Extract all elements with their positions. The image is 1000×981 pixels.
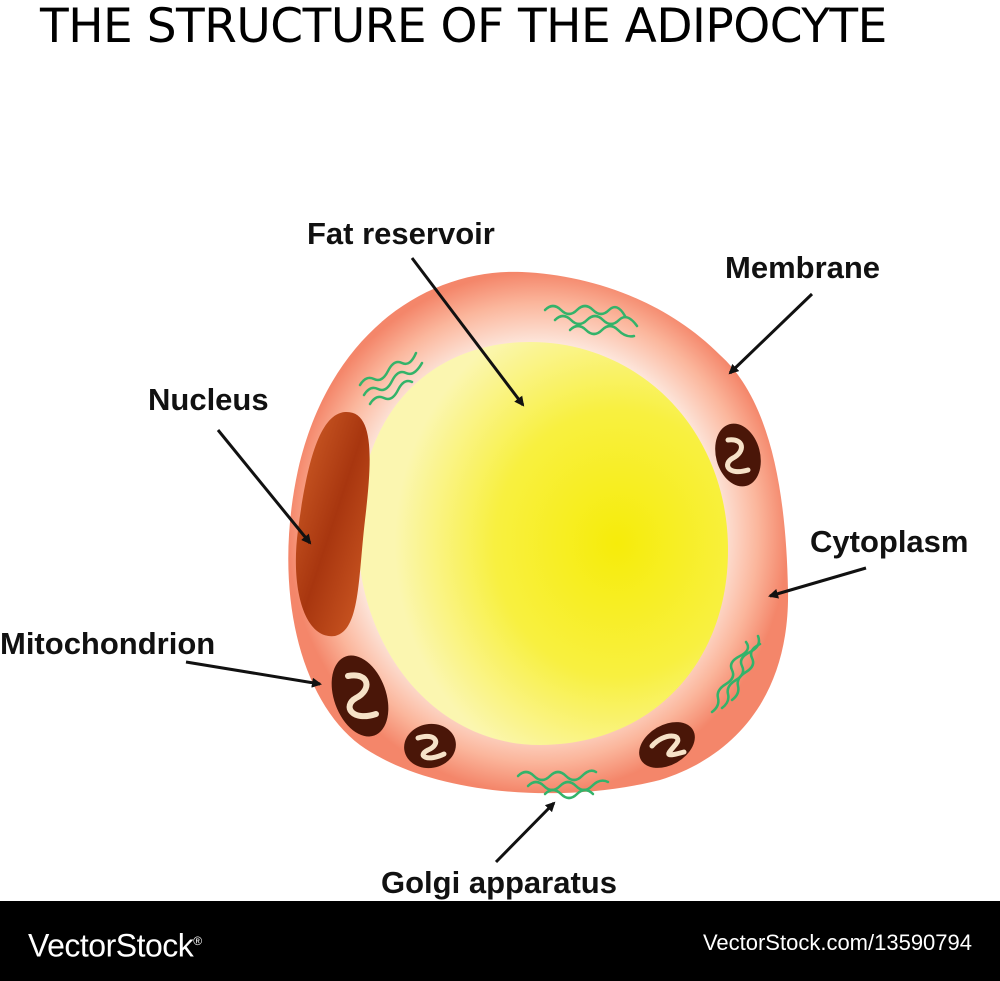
mitochondrion-1 (715, 423, 761, 487)
label-membrane: Membrane (725, 250, 880, 285)
page-title: THE STRUCTURE OF THE ADIPOCYTE (40, 0, 887, 54)
label-golgi-apparatus: Golgi apparatus (381, 865, 617, 900)
fat-reservoir (357, 342, 728, 745)
footer-brand-text: VectorStock (28, 927, 194, 964)
label-mitochondrion: Mitochondrion (0, 626, 215, 661)
arrow-mitochondrion (185, 660, 322, 688)
golgi-apparatus-right (710, 634, 762, 714)
mitochondrion-2 (331, 655, 389, 737)
registered-mark: ® (193, 934, 202, 948)
label-cytoplasm: Cytoplasm (810, 524, 968, 559)
footer-brand-logo: VectorStock® (28, 921, 202, 966)
mitochondrion-3 (404, 723, 456, 769)
arrow-membrane (728, 292, 814, 375)
footer-image-id: VectorStock.com/13590794 (702, 930, 972, 955)
golgi-apparatus-left (358, 351, 424, 406)
golgi-apparatus-top (543, 304, 639, 338)
arrow-fat-reservoir (410, 257, 525, 407)
mitochondrion-4 (639, 722, 695, 768)
footer-bar: VectorStock® VectorStock.com/13590794 (0, 901, 1000, 981)
arrow-cytoplasm (768, 566, 867, 599)
label-fat-reservoir: Fat reservoir (307, 216, 495, 251)
golgi-apparatus-bottom (516, 769, 610, 800)
nucleus (295, 411, 370, 637)
arrow-nucleus (216, 429, 312, 545)
arrow-golgi (494, 801, 556, 864)
label-nucleus: Nucleus (148, 382, 269, 417)
